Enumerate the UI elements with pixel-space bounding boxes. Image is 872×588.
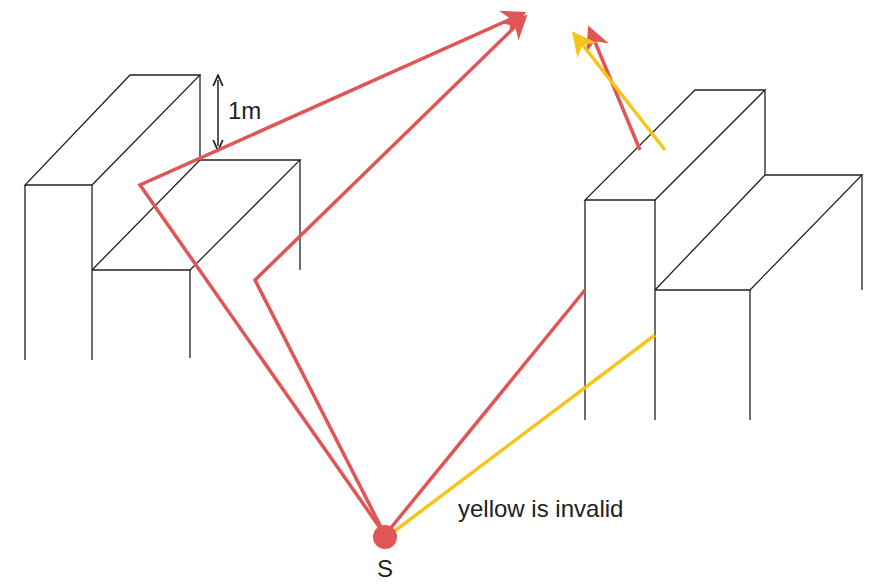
invalid-path: [388, 35, 665, 536]
right-bench: [585, 90, 862, 420]
dimension-arrow: [217, 80, 219, 146]
source-dot: [373, 525, 397, 549]
note-text: yellow is invalid: [458, 496, 623, 522]
valid-paths: [140, 14, 640, 535]
dimension-label: 1m: [228, 98, 261, 124]
point-label: S: [377, 556, 393, 582]
